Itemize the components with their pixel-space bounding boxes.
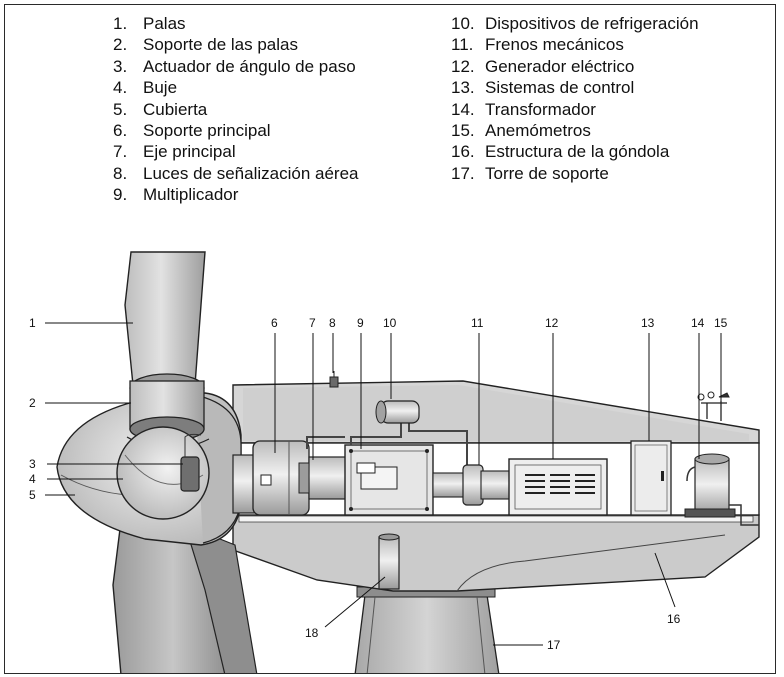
legend-label: Anemómetros: [485, 121, 591, 141]
aviation-light: [329, 371, 339, 388]
callout-9: 9: [357, 316, 364, 330]
callout-10: 10: [383, 316, 397, 330]
legend-label: Estructura de la góndola: [485, 142, 670, 162]
legend-item: 10. Dispositivos de refrigeración: [451, 13, 699, 34]
callout-13: 13: [641, 316, 655, 330]
callout-16: 16: [667, 612, 681, 626]
legend-label: Soporte de las palas: [143, 35, 298, 55]
leader-line: [654, 552, 676, 608]
legend-item: 15. Anemómetros: [451, 120, 699, 141]
legend-label: Cubierta: [143, 99, 208, 119]
callout-3: 3: [29, 457, 36, 471]
legend-item: 4. Buje: [113, 77, 358, 98]
hub: [116, 426, 210, 520]
leader-lines: [45, 322, 722, 646]
legend-number: 9.: [113, 185, 128, 205]
legend-number: 13.: [451, 78, 475, 98]
control-cabinet: [630, 440, 672, 516]
legend-item: 9. Multiplicador: [113, 184, 358, 205]
legend-number: 7.: [113, 142, 128, 162]
support-tower: [354, 586, 500, 673]
yaw-drive: [378, 533, 400, 590]
cooling-device: [375, 400, 420, 424]
legend-number: 17.: [451, 163, 475, 183]
callout-6: 6: [271, 316, 278, 330]
wind-turbine-cutaway: 1 2 3 4 5 6 7 8 9 10 11 12 13 14 15 16 1…: [29, 251, 760, 673]
legend-item: 3. Actuador de ángulo de paso: [113, 56, 358, 77]
legend-item: 2. Soporte de las palas: [113, 34, 358, 55]
legend-number: 3.: [113, 56, 128, 76]
legend-label: Multiplicador: [143, 185, 239, 205]
gearbox: [344, 444, 434, 516]
callout-2: 2: [29, 396, 36, 410]
callout-8: 8: [329, 316, 336, 330]
legend-item: 8. Luces de señalización aérea: [113, 163, 358, 184]
legend-left-column: 1. Palas 2. Soporte de las palas 3. Actuado…: [113, 13, 358, 206]
generator: [508, 458, 608, 516]
legend-label: Luces de señalización aérea: [143, 163, 359, 183]
legend-label: Eje principal: [143, 142, 236, 162]
legend-label: Frenos mecánicos: [485, 35, 624, 55]
callout-14: 14: [691, 316, 705, 330]
callout-11: 11: [471, 316, 484, 330]
main-shaft: [298, 456, 348, 500]
legend-item: 14. Transformador: [451, 99, 699, 120]
callout-4: 4: [29, 472, 36, 486]
callout-12: 12: [545, 316, 559, 330]
legend-right-column: 10. Dispositivos de refrigeración 11. Fren…: [451, 13, 699, 184]
legend-label: Transformador: [485, 99, 596, 119]
callout-18: 18: [305, 626, 319, 640]
main-bearing: [232, 440, 310, 516]
legend-number: 6.: [113, 121, 128, 141]
anemometers: [697, 391, 730, 421]
callout-1: 1: [29, 316, 36, 330]
legend-item: 13. Sistemas de control: [451, 77, 699, 98]
cooling-pipes: [306, 417, 468, 473]
legend-number: 16.: [451, 142, 475, 162]
legend-number: 14.: [451, 99, 475, 119]
legend-item: 16. Estructura de la góndola: [451, 141, 699, 162]
legend-item: 17. Torre de soporte: [451, 163, 699, 184]
callout-5: 5: [29, 488, 36, 502]
legend-item: 12. Generador eléctrico: [451, 56, 699, 77]
transformer: [684, 453, 759, 526]
callout-15: 15: [714, 316, 728, 330]
legend-item: 1. Palas: [113, 13, 358, 34]
callout-17: 17: [547, 638, 561, 652]
diagram-frame: 1. Palas 2. Soporte de las palas 3. Actuado…: [4, 4, 776, 674]
legend-number: 8.: [113, 163, 128, 183]
legend-item: 6. Soporte principal: [113, 120, 358, 141]
legend-label: Buje: [143, 78, 178, 98]
leader-line: [324, 576, 386, 628]
legend-number: 2.: [113, 35, 128, 55]
legend-label: Palas: [143, 14, 186, 33]
legend-item: 11. Frenos mecánicos: [451, 34, 699, 55]
legend-label: Sistemas de control: [485, 78, 635, 98]
legend-item: 7. Eje principal: [113, 141, 358, 162]
legend-number: 1.: [113, 14, 128, 33]
callout-labels: 1 2 3 4 5 6 7 8 9 10 11 12 13 14 15 16 1…: [29, 316, 728, 652]
legend-label: Dispositivos de refrigeración: [485, 14, 699, 33]
legend-number: 4.: [113, 78, 128, 98]
legend-number: 10.: [451, 14, 475, 33]
legend-number: 12.: [451, 56, 475, 76]
legend-item: 5. Cubierta: [113, 99, 358, 120]
legend-label: Torre de soporte: [485, 163, 609, 183]
callout-7: 7: [309, 316, 316, 330]
legend-number: 5.: [113, 99, 128, 119]
legend-label: Soporte principal: [143, 121, 271, 141]
legend-number: 11.: [451, 35, 474, 55]
legend-number: 15.: [451, 121, 475, 141]
legend-label: Generador eléctrico: [485, 56, 635, 76]
legend-label: Actuador de ángulo de paso: [143, 56, 356, 76]
mechanical-brake: [432, 464, 512, 506]
